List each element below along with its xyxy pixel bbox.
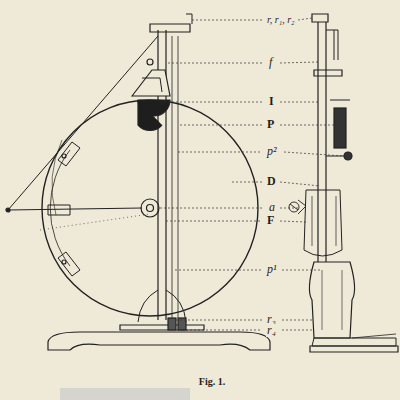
callout-letter: r, r₁, r₂	[266, 13, 296, 26]
callout-letter: r₄	[266, 324, 277, 337]
callout-letter: a	[268, 201, 276, 214]
callout-letter: p²	[266, 145, 278, 158]
callout-letter: D	[266, 175, 277, 188]
callout-letter: I	[268, 95, 275, 108]
callout-letter: p¹	[266, 263, 278, 276]
paper-strip	[60, 388, 190, 400]
callout-letter: P	[266, 118, 275, 131]
figure-caption: Fig. 1.	[199, 376, 225, 387]
callout-letter: f	[268, 56, 273, 69]
callout-letter: F	[266, 214, 275, 227]
